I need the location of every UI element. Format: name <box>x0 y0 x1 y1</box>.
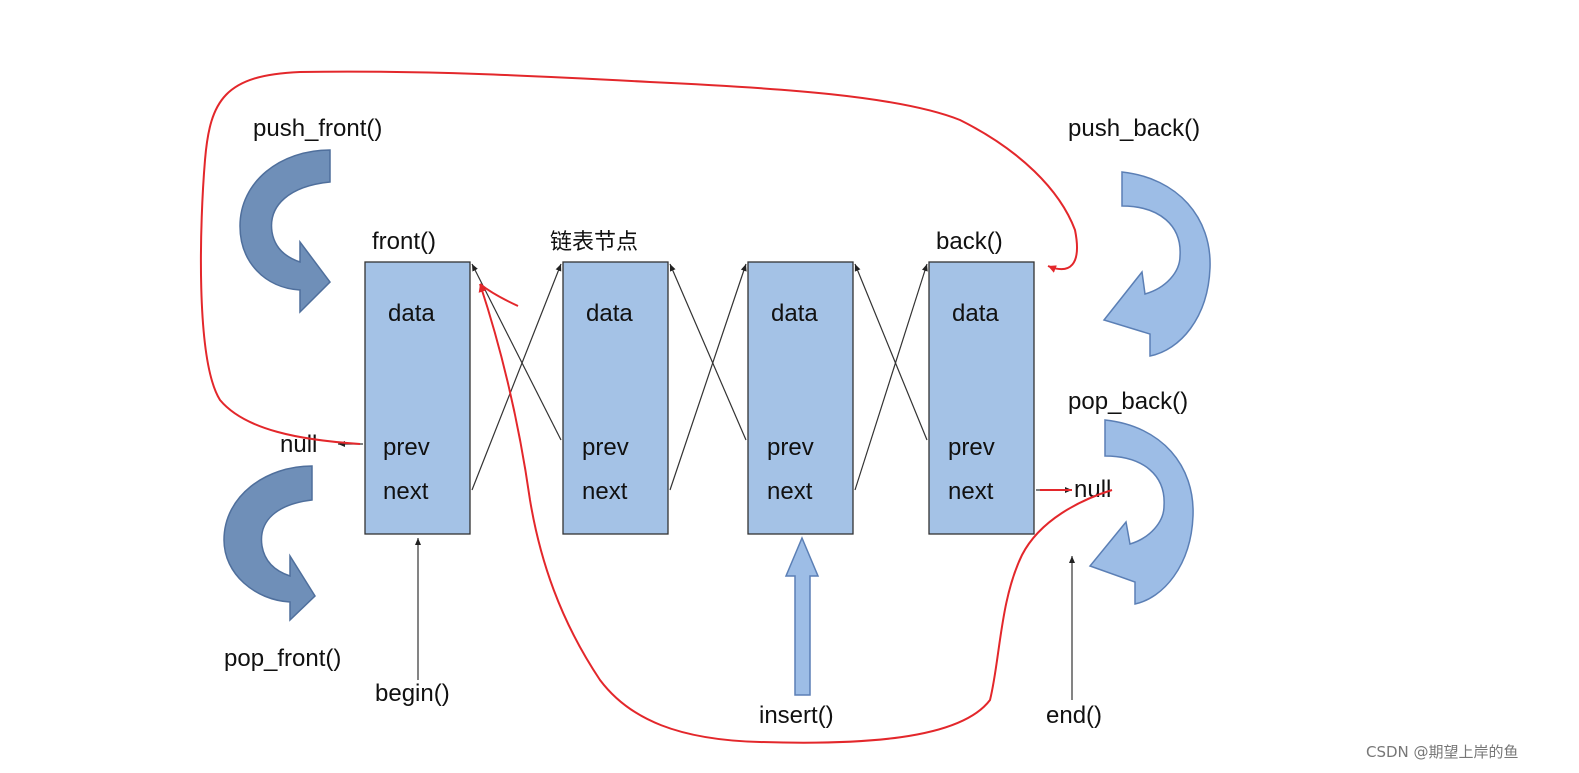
annotation-loop-inner <box>478 283 1113 744</box>
node-1-data: data <box>388 300 435 327</box>
link-next-1-2 <box>471 263 562 491</box>
node-4-prev: prev <box>948 434 995 461</box>
node-3-data: data <box>771 300 818 327</box>
node-4-next: next <box>948 478 994 505</box>
insert-label: insert() <box>759 702 834 729</box>
pop-front-arrow <box>223 465 316 622</box>
pop-back-arrow <box>1088 419 1194 605</box>
node-1-next: next <box>383 478 429 505</box>
node-2-prev: prev <box>582 434 629 461</box>
null-right-label: null <box>1074 476 1111 503</box>
annotation-tick-front <box>479 283 519 307</box>
node-2-next: next <box>582 478 628 505</box>
link-prev-4-3 <box>854 263 928 441</box>
node-4: data prev next <box>928 261 1035 535</box>
push-back-arrow <box>1102 171 1211 357</box>
annotation-loop-outer <box>199 70 1078 445</box>
node-2-data: data <box>586 300 633 327</box>
back-label: back() <box>936 228 1003 255</box>
node-4-data: data <box>952 300 999 327</box>
node-caption: 链表节点 <box>550 230 638 255</box>
pop-front-label: pop_front() <box>224 645 341 672</box>
node-3-next: next <box>767 478 813 505</box>
node-1-prev: prev <box>383 434 430 461</box>
link-prev-3-2 <box>669 263 747 441</box>
front-label: front() <box>372 228 436 255</box>
null-left-label: null <box>280 431 317 458</box>
node-3-prev: prev <box>767 434 814 461</box>
push-back-label: push_back() <box>1068 115 1200 142</box>
node-2: data prev next <box>562 261 669 535</box>
watermark: CSDN @期望上岸的鱼 <box>1366 743 1519 761</box>
push-front-label: push_front() <box>253 115 382 142</box>
node-3: data prev next <box>747 261 854 535</box>
insert-arrow <box>784 536 820 696</box>
pop-back-label: pop_back() <box>1068 388 1188 415</box>
link-prev-2-1 <box>471 263 562 441</box>
node-1: data prev next <box>364 261 471 535</box>
begin-label: begin() <box>375 680 450 707</box>
link-next-3-4 <box>854 263 928 491</box>
push-front-arrow <box>239 149 331 314</box>
end-label: end() <box>1046 702 1102 729</box>
link-next-2-3 <box>669 263 747 491</box>
